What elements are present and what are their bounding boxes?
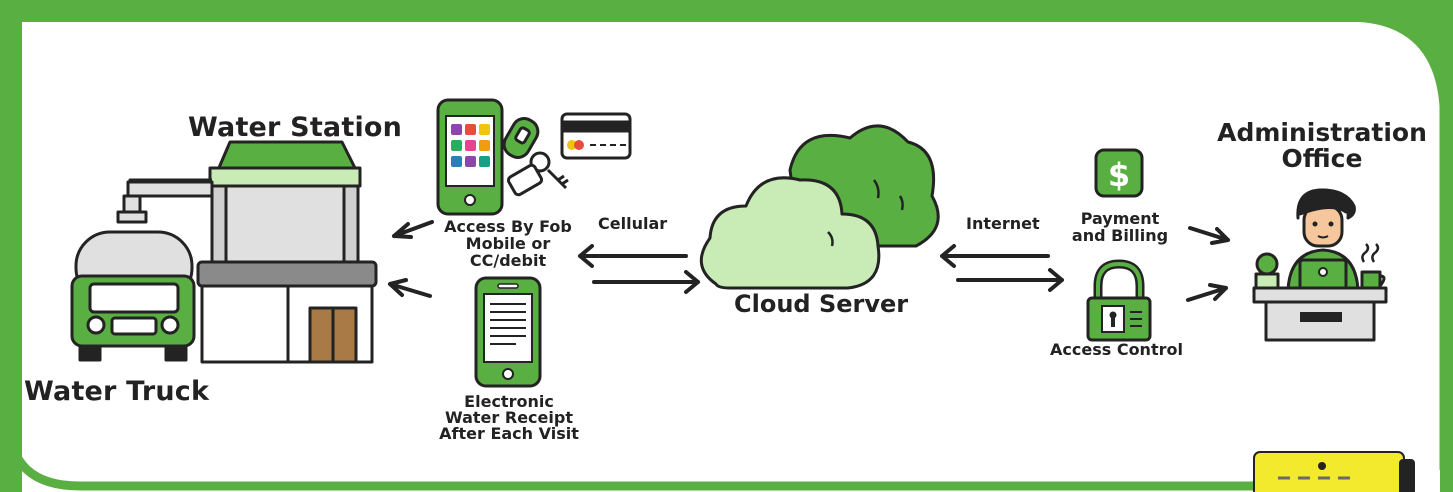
label-access-control: Access Control <box>1050 340 1183 359</box>
label-cloud-server: Cloud Server <box>734 290 909 318</box>
phone-receipt-icon <box>474 276 542 388</box>
access-line-1: Access By Fob <box>444 217 572 236</box>
access-line-2: Mobile or <box>465 234 551 253</box>
arrow-cellular-left <box>578 244 688 268</box>
access-line-3: CC/debit <box>469 251 547 270</box>
receipt-line-1: Electronic <box>464 392 554 411</box>
arrow-internet-left <box>940 244 1050 268</box>
label-water-truck: Water Truck <box>24 376 210 407</box>
arrow-to-admin-1 <box>1188 226 1230 245</box>
admin-line-2: Office <box>1281 144 1363 173</box>
cloud-icon <box>699 124 940 290</box>
arrow-to-station-1 <box>392 220 434 239</box>
label-receipt: Electronic Water Receipt After Each Visi… <box>420 394 598 442</box>
receipt-line-2: Water Receipt <box>445 408 573 427</box>
water-station-icon <box>116 140 378 364</box>
arrow-to-station-2 <box>388 278 432 298</box>
label-internet: Internet <box>966 214 1040 233</box>
label-access-methods: Access By Fob Mobile or CC/debit <box>420 218 596 269</box>
arrow-to-admin-2 <box>1186 283 1228 302</box>
padlock-icon <box>1086 259 1152 342</box>
credit-card-icon <box>560 112 632 160</box>
receipt-line-3: After Each Visit <box>439 424 579 443</box>
admin-line-1: Administration <box>1217 118 1427 147</box>
label-payment: Payment and Billing <box>1060 210 1180 244</box>
admin-person-icon <box>1252 188 1388 342</box>
label-water-station: Water Station <box>188 112 403 143</box>
dollar-sign-icon: $ <box>1094 148 1144 198</box>
label-admin: Administration Office <box>1212 120 1432 172</box>
key-fob-icon <box>502 117 569 197</box>
arrow-cellular-right <box>592 270 700 294</box>
yellow-device-icon <box>1253 451 1415 492</box>
payment-line-2: and Billing <box>1071 226 1169 245</box>
label-cellular: Cellular <box>598 214 668 233</box>
smartphone-apps-icon <box>436 98 504 216</box>
arrow-internet-right <box>956 268 1064 292</box>
payment-line-1: Payment <box>1080 209 1160 228</box>
water-truck-icon <box>70 230 196 362</box>
svg-text:$: $ <box>1108 156 1130 194</box>
